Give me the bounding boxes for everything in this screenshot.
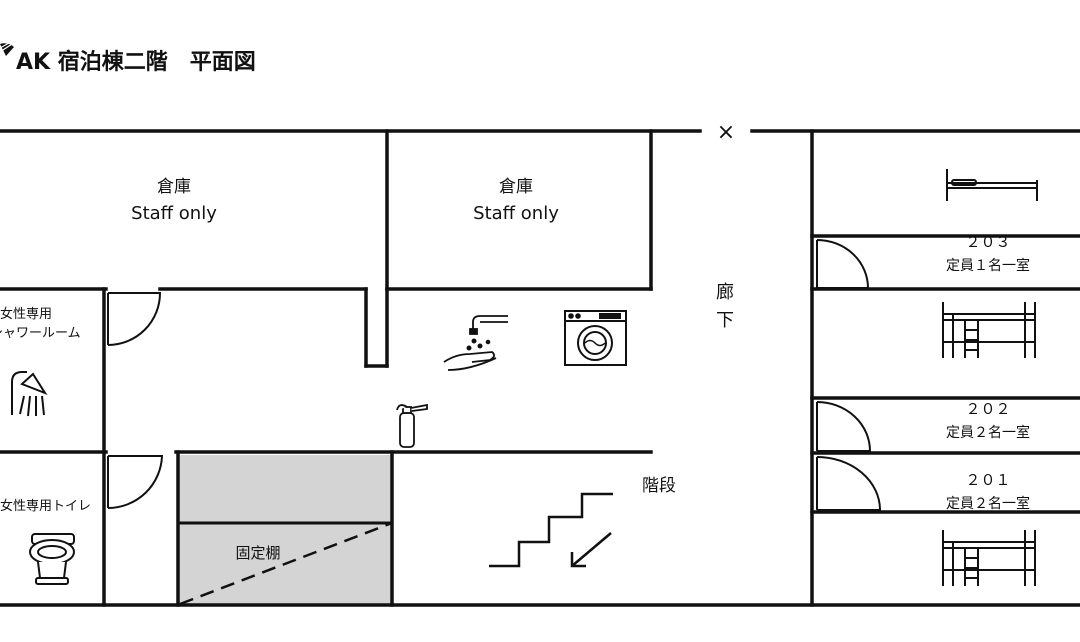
shower-room-label-2: シャワールーム: [0, 326, 81, 341]
stairs-label: 階段: [642, 476, 676, 496]
toilet-room-label: 女性専用トイレ: [0, 498, 91, 514]
shower-icon: [11, 371, 48, 417]
fixed-shelf: [178, 455, 393, 606]
shower-door: [107, 292, 162, 346]
bunk-bed-icon: [942, 530, 1036, 586]
shower-room-label-1: 女性専用: [0, 306, 52, 322]
storage-left-name: 倉庫: [157, 177, 191, 197]
room-201-number: ２０１: [965, 471, 1010, 489]
corridor-end-mark: ×: [717, 120, 735, 145]
washing-machine-icon: [564, 310, 627, 366]
toilet-door: [107, 455, 164, 509]
storage-left-sub: Staff only: [131, 203, 217, 224]
logo-icon: [0, 42, 14, 56]
room-203-capacity: 定員１名一室: [946, 257, 1030, 274]
handwash-icon: [443, 315, 508, 371]
toilet-icon: [29, 533, 75, 585]
corridor-label-2: 下: [716, 310, 734, 331]
storage-right-sub: Staff only: [473, 203, 559, 224]
stairs-icon: [489, 492, 613, 568]
room-201-capacity: 定員２名一室: [946, 495, 1030, 512]
room-201-door: [816, 456, 882, 511]
room-202-number: ２０２: [965, 400, 1010, 418]
storage-right-name: 倉庫: [499, 177, 533, 197]
bunk-bed-icon: [942, 302, 1036, 358]
room-203-door: [816, 239, 870, 289]
room-202-door: [816, 401, 872, 452]
corridor-label-1: 廊: [716, 282, 734, 303]
single-bed-icon: [946, 169, 1038, 201]
plan-title: AK 宿泊棟二階 平面図: [16, 49, 256, 75]
room-203-number: ２０３: [965, 233, 1010, 251]
room-202-capacity: 定員２名一室: [946, 424, 1030, 441]
fire-extinguisher-icon: [396, 403, 428, 448]
shelf-label: 固定棚: [235, 544, 280, 562]
down-arrow-icon: [570, 532, 612, 568]
